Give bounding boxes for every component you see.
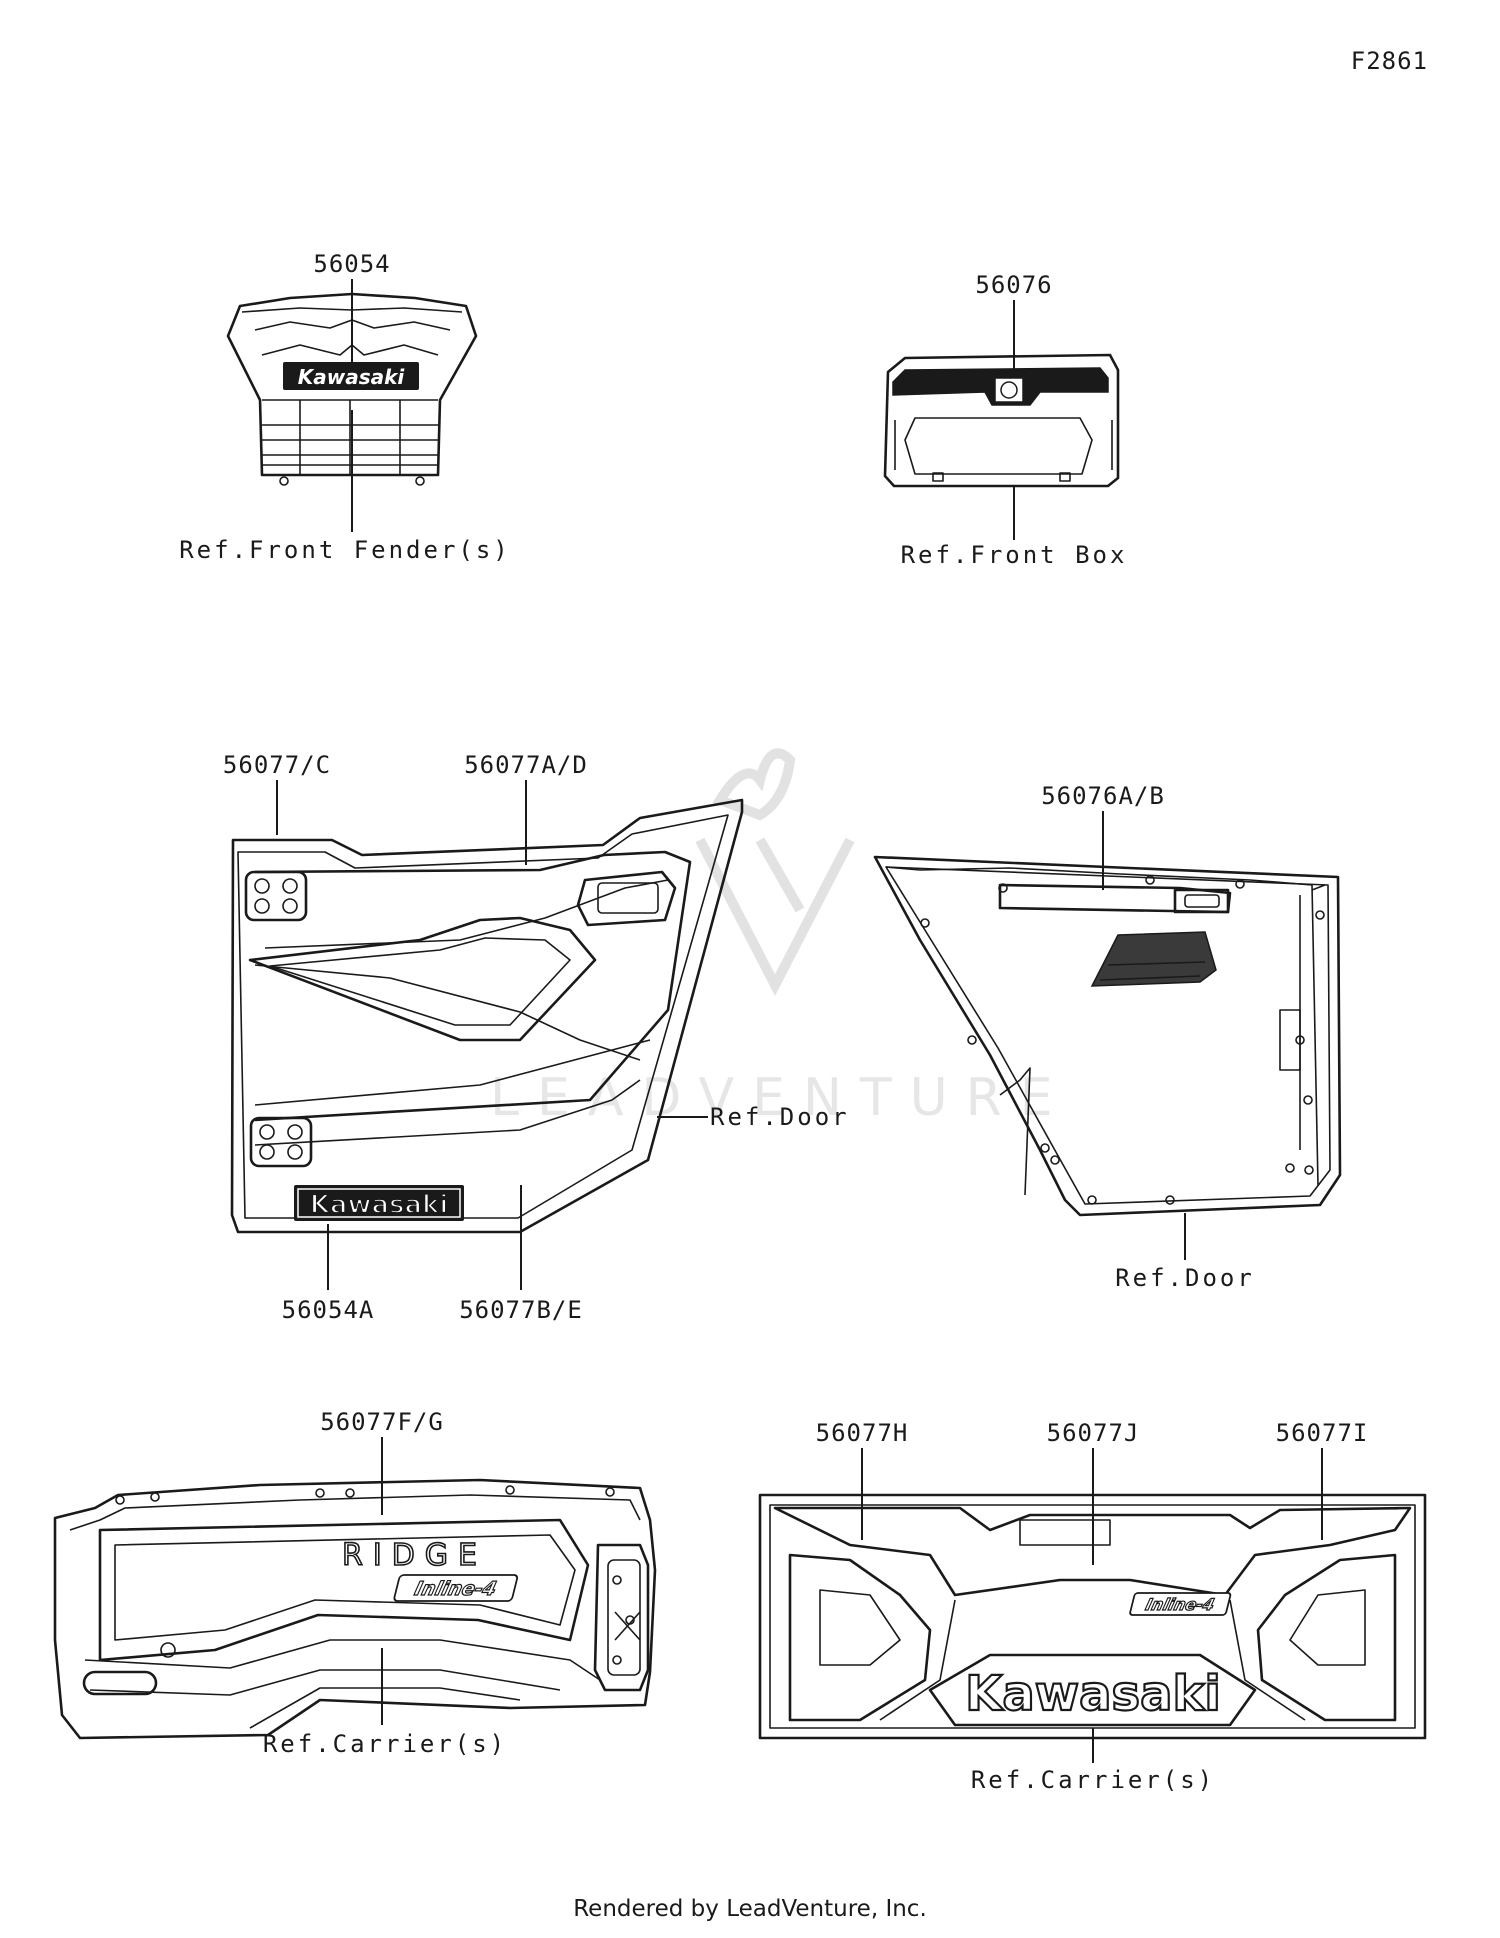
ridge-badge: RIDGE <box>342 1538 487 1573</box>
part-number-56076a-b[interactable]: 56076A/B <box>1041 782 1165 810</box>
part-number-56076[interactable]: 56076 <box>975 271 1052 299</box>
inner-door[interactable]: 56076A/B Ref.Door <box>873 782 1342 1292</box>
ref-front-box: Ref.Front Box <box>901 541 1128 569</box>
kawasaki-logo-small: Kawasaki <box>298 365 406 389</box>
ref-door-inner: Ref.Door <box>1115 1264 1255 1292</box>
front-box-decal[interactable]: 56076 Ref.Front Box <box>883 271 1128 569</box>
inline4-badge-rear: Inline-4 <box>1144 1595 1217 1614</box>
carrier-rear[interactable]: 56077H 56077J 56077I Inline-4 Kawasaki R… <box>758 1419 1427 1794</box>
part-number-56077b-e[interactable]: 56077B/E <box>459 1296 583 1324</box>
footer-credit: Rendered by LeadVenture, Inc. <box>573 1896 927 1922</box>
ref-door-outer: Ref.Door <box>710 1103 850 1131</box>
carrier-side[interactable]: 56077F/G RIDGE Inline-4 Ref.Carrier(s) <box>53 1408 657 1758</box>
part-number-56077f-g[interactable]: 56077F/G <box>320 1408 444 1436</box>
part-number-56077-c[interactable]: 56077/C <box>223 751 331 779</box>
figure-id: F2861 <box>1351 47 1428 75</box>
watermark-text: LEADVENTURE <box>490 1068 1071 1128</box>
ref-front-fender: Ref.Front Fender(s) <box>179 536 511 564</box>
outer-door[interactable]: 56077/C 56077A/D Kawasaki Ref.Door 56054… <box>223 751 850 1324</box>
part-number-56077i[interactable]: 56077I <box>1276 1419 1369 1447</box>
part-number-56054[interactable]: 56054 <box>313 250 390 278</box>
inline4-badge-side: Inline-4 <box>412 1577 499 1600</box>
watermark: LEADVENTURE <box>490 748 1071 1128</box>
part-number-56077h[interactable]: 56077H <box>816 1419 909 1447</box>
ref-carrier-side: Ref.Carrier(s) <box>263 1730 507 1758</box>
kawasaki-logo-rear: Kawasaki <box>965 1666 1221 1722</box>
ref-carrier-rear: Ref.Carrier(s) <box>971 1766 1215 1794</box>
part-number-56077j[interactable]: 56077J <box>1047 1419 1140 1447</box>
part-number-56054a[interactable]: 56054A <box>282 1296 375 1324</box>
front-fender-decal[interactable]: 56054 Kawasaki Ref.Front Fender(s) <box>179 250 511 564</box>
kawasaki-logo-door: Kawasaki <box>310 1190 448 1220</box>
part-number-56077a-d[interactable]: 56077A/D <box>464 751 588 779</box>
